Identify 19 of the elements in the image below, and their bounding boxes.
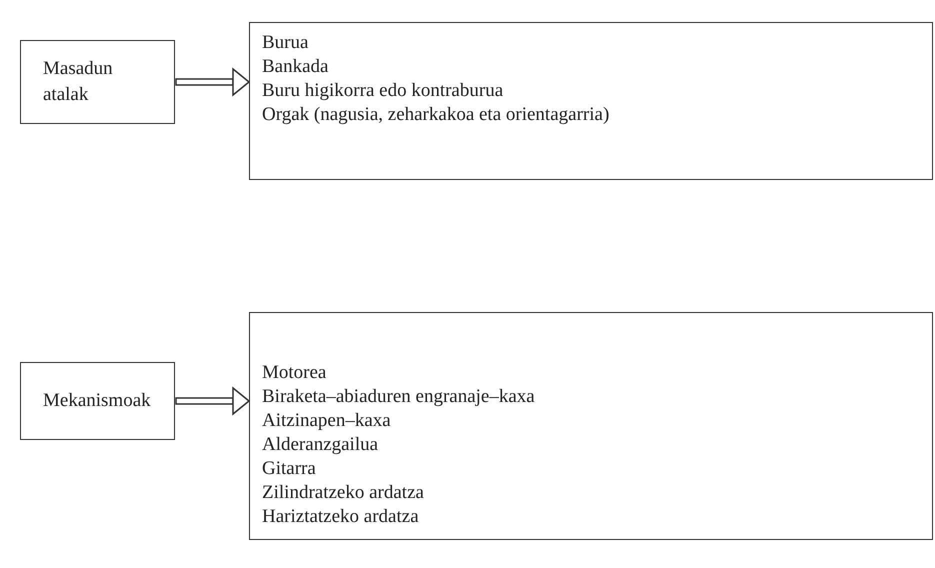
list-item: Motorea (262, 361, 328, 385)
list-item: Hariztatzeko ardatza (262, 505, 420, 529)
list-item: Orgak (nagusia, zeharkakoa eta orientagarria) (262, 103, 610, 127)
list-item: Aitzinapen–kaxa (262, 409, 392, 433)
list-item: Bankada (262, 55, 330, 79)
text-box (249, 22, 933, 180)
list-item: Zilindratzeko ardatza (262, 481, 425, 505)
list-item: Gitarra (262, 457, 317, 481)
text-box (20, 40, 175, 124)
text-box (249, 312, 933, 540)
box-label: Mekanismoak (43, 389, 152, 413)
double-arrow (175, 387, 250, 415)
list-item: Alderanzgailua (262, 433, 380, 457)
list-item: Burua (262, 31, 310, 55)
list-item: Biraketa–abiaduren engranaje–kaxa (262, 385, 536, 409)
box-label: Masadun atalak (43, 57, 114, 107)
double-arrow (175, 68, 250, 96)
text-box (20, 362, 175, 440)
list-item: Buru higikorra edo kontraburua (262, 79, 504, 103)
